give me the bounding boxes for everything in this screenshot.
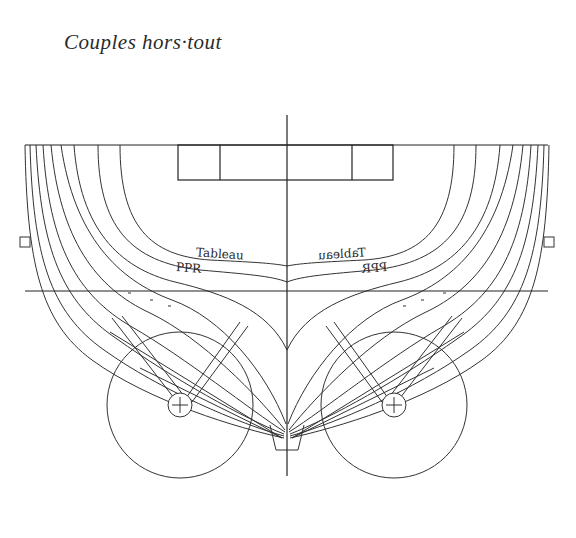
frame-label: PPR [362,261,388,275]
deckhouse-division [351,145,352,180]
transom-label: Tableau [318,246,366,261]
centre-line [286,115,287,476]
transom-label: Tableau [196,246,244,261]
starboard-half [287,145,554,478]
deckhouse-division [219,145,220,180]
frame-label: PPR [176,261,202,275]
reference-lines [25,115,548,476]
water-line [25,290,548,291]
deckhouse [178,145,393,180]
drawing-title: Couples hors·tout [64,32,222,53]
port-half [20,145,287,478]
